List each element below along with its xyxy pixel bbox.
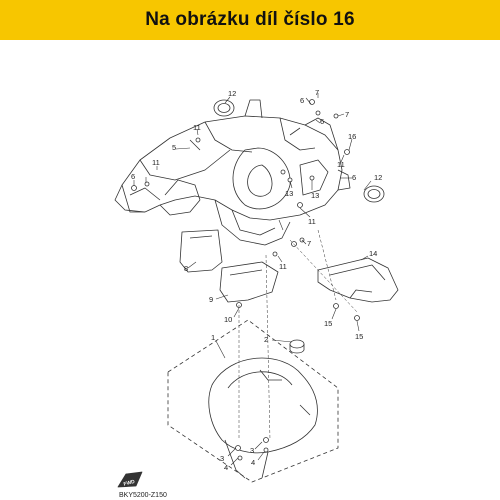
callout-numbers: 12 6 7 7 6 11 5 16 11 6 12 6 13 13 11 11…	[131, 88, 382, 472]
callout-label: 12	[374, 173, 382, 182]
forward-marker-shape	[117, 471, 143, 488]
callout-label: 13	[285, 189, 293, 198]
callout-label: 7	[315, 88, 319, 97]
callout-label: 6	[320, 117, 324, 126]
callout-label: 3	[250, 446, 254, 455]
callout-label: 14	[369, 249, 377, 258]
front-fender-outline-box	[167, 319, 339, 483]
rear-fender-assembly	[114, 99, 351, 246]
callout-label: 7	[307, 239, 311, 248]
cap-part	[289, 339, 305, 349]
reflector-left	[213, 99, 235, 117]
front-fender	[208, 357, 318, 479]
reference-lines	[238, 229, 358, 441]
catalog-code: BKY5200-Z150	[119, 492, 167, 499]
title-text: Na obrázku díl číslo 16	[145, 9, 355, 30]
callout-label: 2	[264, 335, 268, 344]
callout-label: 11	[152, 158, 160, 167]
callout-label: 9	[209, 295, 213, 304]
callout-label: 11	[308, 217, 316, 226]
callout-label: 3	[220, 454, 224, 463]
callout-label: 11	[279, 262, 287, 271]
callout-label: 16	[348, 132, 356, 141]
title-banner: Na obrázku díl číslo 16	[0, 0, 500, 40]
callout-label: 11	[193, 123, 201, 132]
callout-label: 4	[251, 458, 255, 467]
callout-label: 15	[324, 319, 332, 328]
bolts	[131, 99, 360, 461]
flap-part	[179, 229, 223, 273]
callout-label: 6	[300, 96, 304, 105]
callout-label: 6	[131, 172, 135, 181]
mudguard-part	[219, 261, 279, 303]
callout-label: 8	[184, 264, 188, 273]
callout-label: 15	[355, 332, 363, 341]
leader-lines	[133, 93, 372, 466]
callout-label: 10	[224, 315, 232, 324]
callout-label: 7	[345, 110, 349, 119]
bracket-part	[317, 257, 399, 303]
callout-label: 13	[311, 191, 319, 200]
callout-label: 4	[224, 463, 228, 472]
callout-label: 6	[352, 173, 356, 182]
callout-label: 11	[337, 160, 345, 169]
reflector-right	[363, 185, 385, 203]
forward-marker-label: FWD	[123, 479, 136, 488]
callout-label: 12	[228, 89, 236, 98]
callout-label: 5	[172, 143, 176, 152]
callout-label: 1	[211, 333, 215, 342]
